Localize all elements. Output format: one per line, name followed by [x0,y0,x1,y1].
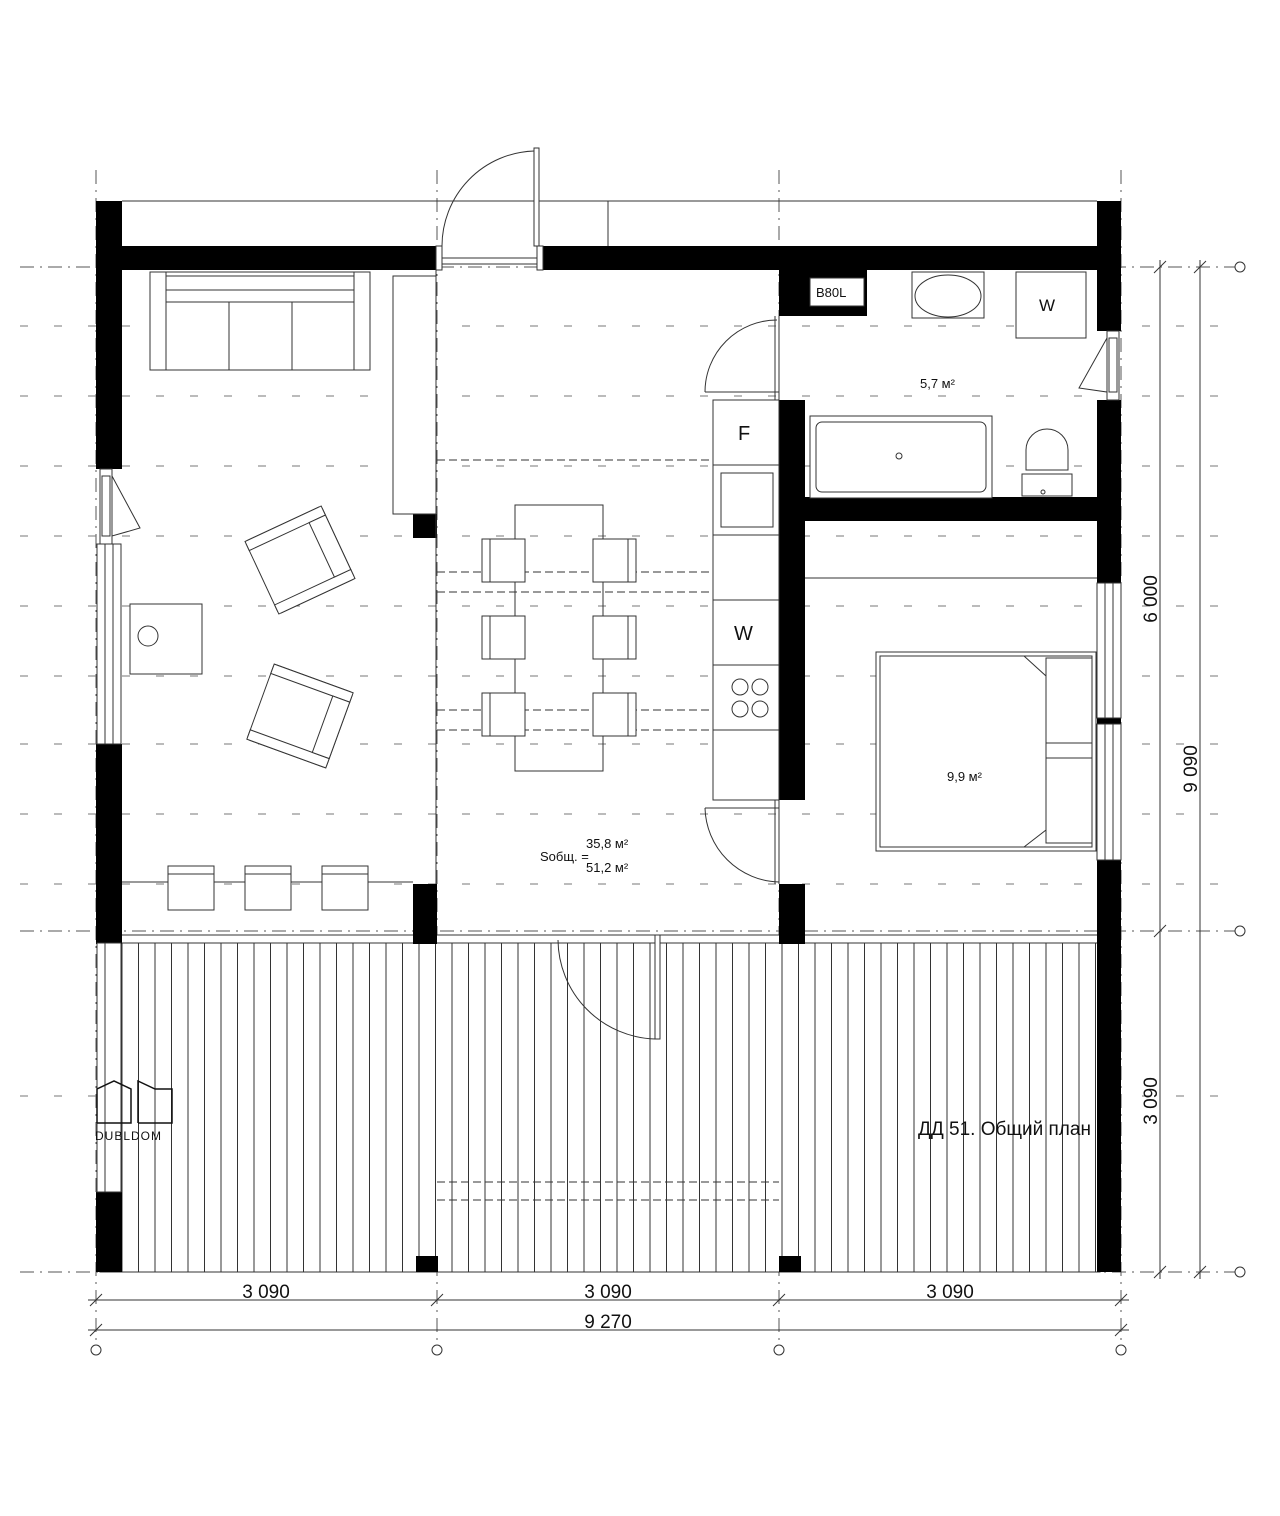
living-area-1: 35,8 м² [586,836,629,851]
living-area-prefix: Sобщ. = [540,849,589,864]
kitchen-counter [712,399,780,801]
dimension-lines [88,260,1207,1337]
bathroom-area-label: 5,7 м² [920,376,956,391]
dim-bottom-1: 3 090 [242,1282,290,1303]
dim-right-total: 9 090 [1181,745,1202,793]
dim-bottom-total: 9 270 [584,1312,632,1333]
sofa [149,271,371,371]
fireplace [129,603,203,675]
dining-table [514,504,604,772]
dim-bottom-2: 3 090 [584,1282,632,1303]
dubldom-logo [96,1079,173,1124]
dining-chairs [481,538,637,737]
bed [875,651,1097,852]
bar-stools [167,865,369,911]
armchair-1 [244,505,356,615]
appliance-labels: B80L W F W [734,285,1055,645]
dimension-labels: 3 090 3 090 3 090 9 270 6 000 3 090 9 09… [242,575,1202,1333]
terrace-decking [99,934,1101,1273]
windows [96,330,1122,1193]
bathroom-fixtures [809,271,1087,499]
boiler-label: B80L [816,285,846,300]
dim-bottom-3: 3 090 [926,1282,974,1303]
washer-kitchen-label: W [734,623,753,645]
drawing-caption: ДД 51. Общий план [918,1119,1091,1140]
wardrobe [392,275,437,515]
washer-bath-label: W [1039,296,1055,315]
dim-right-lower: 3 090 [1141,1077,1162,1125]
fridge-label: F [738,423,750,445]
logo-text: DUBLDOM [95,1129,162,1143]
axis-markers [90,261,1246,1356]
roof-overhang [122,200,1097,246]
room-labels: 5,7 м² 9,9 м² Sобщ. = 35,8 м² 51,2 м² [540,376,983,875]
dim-right-upper: 6 000 [1141,575,1162,623]
bedroom-area-label: 9,9 м² [947,769,983,784]
living-area-2: 51,2 м² [586,860,629,875]
doors [435,147,780,1040]
armchair-2 [246,663,354,769]
